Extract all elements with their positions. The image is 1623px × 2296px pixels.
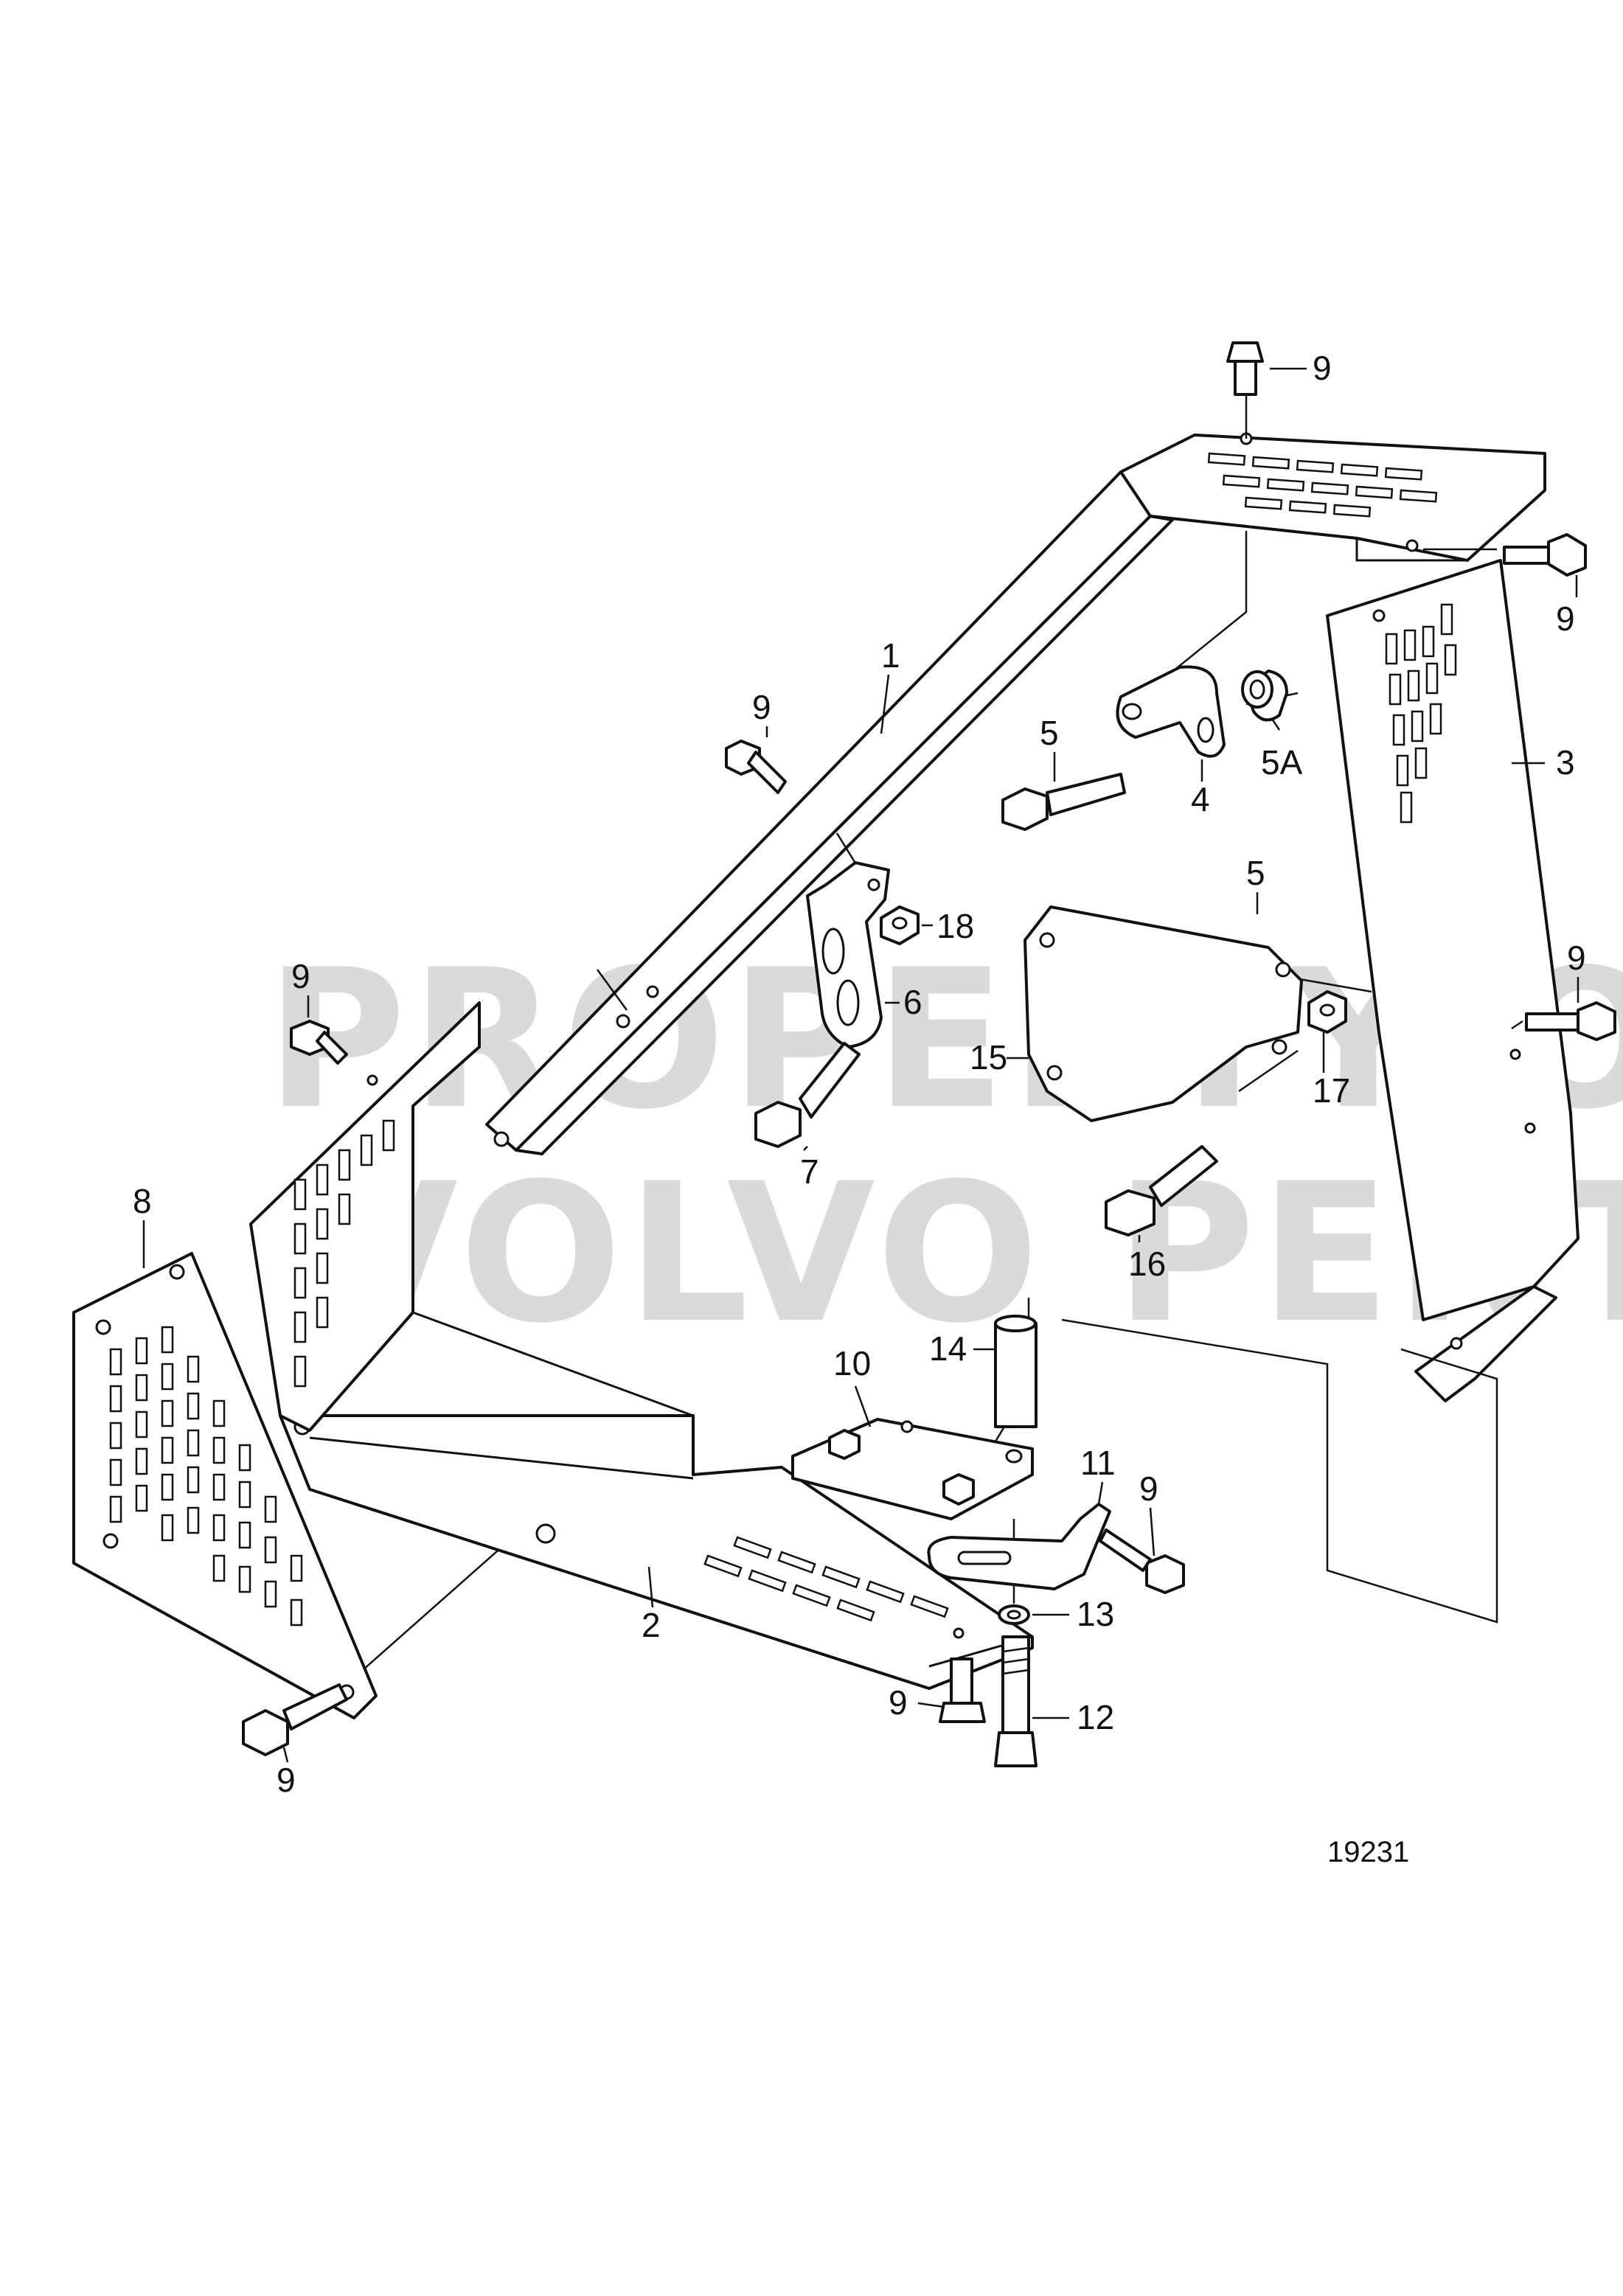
- bolt-9-lower-left: [242, 1683, 348, 1756]
- bolt-9-mid: [725, 740, 787, 794]
- callout-4: 4: [1191, 780, 1210, 818]
- callout-15: 15: [970, 1038, 1007, 1076]
- spacer-tube-part-14: [994, 1315, 1038, 1428]
- bottom-plate-slots: [703, 1536, 949, 1622]
- clamp-bracket-part-4: [1116, 665, 1226, 758]
- callout-9-bracket: 9: [1139, 1469, 1158, 1508]
- bolt-9-left: [290, 1020, 348, 1065]
- callout-9-right: 9: [1567, 939, 1586, 977]
- nut-part-18: [880, 905, 920, 945]
- figure-number: 19231: [1327, 1836, 1409, 1868]
- angle-bracket-part-11: [927, 1503, 1111, 1590]
- callout-8: 8: [133, 1182, 152, 1220]
- bolt-9-bracket: [1099, 1528, 1185, 1594]
- callout-17: 17: [1313, 1071, 1350, 1110]
- callout-9-right-top: 9: [1556, 599, 1575, 638]
- top-slotted-plate: [1119, 432, 1546, 562]
- callout-12: 12: [1077, 1698, 1114, 1736]
- top-plate-slots: [1207, 452, 1438, 518]
- callout-9-lower-left: 9: [277, 1761, 296, 1799]
- bolt-part-5-top: [1001, 773, 1126, 831]
- callout-11: 11: [1080, 1444, 1116, 1482]
- callout-9-left: 9: [291, 957, 310, 995]
- left-panel-slots: [293, 1119, 395, 1388]
- bolt-part-7: [754, 1042, 861, 1148]
- callout-7: 7: [800, 1152, 819, 1191]
- side-panel-slots: [1385, 603, 1457, 824]
- callout-10: 10: [833, 1344, 871, 1382]
- mounting-plate-part-15: [1024, 905, 1303, 1122]
- grille-plate-part-8: [72, 1252, 378, 1719]
- callout-16: 16: [1128, 1245, 1166, 1283]
- grille-slots: [109, 1326, 303, 1627]
- callout-9-mid: 9: [752, 688, 771, 726]
- callout-5-plate: 5: [1246, 854, 1265, 892]
- nut-part-17: [1307, 990, 1347, 1034]
- frame-rail-part-1: [485, 470, 1174, 1155]
- callout-5a: 5A: [1261, 743, 1303, 782]
- bolt-part-16: [1105, 1145, 1218, 1236]
- bolt-9-bottom: [939, 1657, 986, 1723]
- callout-6: 6: [903, 983, 922, 1021]
- callout-18: 18: [936, 907, 974, 945]
- callout-9-bottom: 9: [889, 1683, 908, 1722]
- long-bolt-part-12: [994, 1635, 1038, 1767]
- callout-labels: 1 2 3 4 5 5 5A 6 7 8 9 9 9 9 9 9 9 9 10 …: [133, 349, 1586, 1799]
- bushing-part-5a: [1241, 669, 1288, 722]
- callout-13: 13: [1077, 1595, 1114, 1633]
- bolt-9-right: [1525, 1001, 1616, 1041]
- left-side-panel: [249, 1001, 694, 1432]
- washer-part-13: [998, 1604, 1030, 1625]
- bolt-9-top: [1226, 341, 1264, 396]
- callout-1: 1: [881, 636, 900, 675]
- callout-14: 14: [929, 1329, 967, 1368]
- callout-2: 2: [642, 1606, 661, 1644]
- callout-3: 3: [1556, 743, 1575, 782]
- callout-leaders: [142, 367, 1579, 1763]
- callout-5-top: 5: [1040, 714, 1059, 752]
- bolt-9-right-top: [1503, 533, 1587, 577]
- bracket-part-6: [806, 861, 890, 1048]
- callout-9-top: 9: [1313, 349, 1332, 387]
- side-panel-part-3: [1326, 559, 1579, 1402]
- plate-part-10: [791, 1418, 1034, 1520]
